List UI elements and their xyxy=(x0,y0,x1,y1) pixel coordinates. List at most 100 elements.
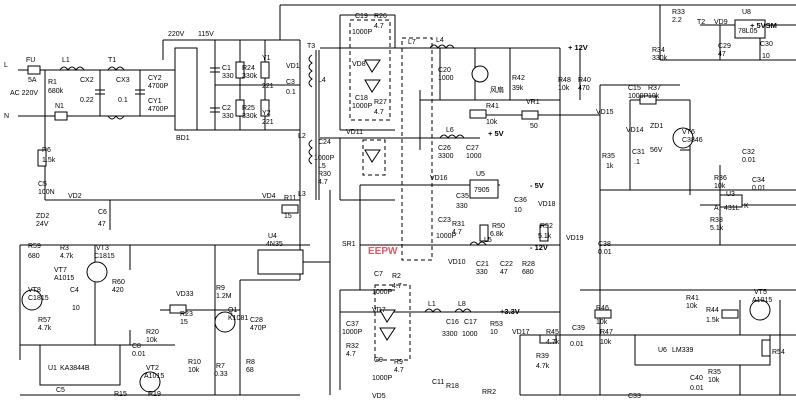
label-R44-val: 1.5k xyxy=(706,317,720,324)
label-R26: R26 xyxy=(374,13,387,20)
label-VD8: VD8 xyxy=(352,61,366,68)
label-R8: R8 xyxy=(246,359,255,366)
label-VT7-val: A1015 xyxy=(54,275,74,282)
label-L1b: L1 xyxy=(428,301,436,308)
label-CY2-val: 4700P xyxy=(148,83,169,90)
label-R27-val: 4.7 xyxy=(374,109,384,116)
label-C28: C28 xyxy=(250,317,263,324)
label-R45: R45 xyxy=(546,329,559,336)
label-R3-val: 4.7k xyxy=(60,253,74,260)
label-R18: R18 xyxy=(446,383,459,390)
label-R42: R42 xyxy=(512,75,525,82)
label-CY1: CY1 xyxy=(148,98,162,105)
label-C22: C22 xyxy=(500,261,513,268)
label-U5-val: 7905 xyxy=(474,187,490,194)
label-C23: C23 xyxy=(438,217,451,224)
label-VD17: VD17 xyxy=(512,329,530,336)
label-R11: R11 xyxy=(284,195,296,202)
label-R9: R9 xyxy=(216,285,225,292)
component-labels: L N FU 5A AC 220V R1 680k L1 T1 CX2 0.22… xyxy=(4,9,785,400)
label-C7-val: 1000P xyxy=(372,289,393,296)
label-VD5: VD5 xyxy=(372,393,386,400)
label-VD15: VD15 xyxy=(596,109,614,116)
label-VD7: VD7 xyxy=(372,307,386,314)
label-R59-val: 680 xyxy=(28,253,40,260)
label-VT2-val: A1015 xyxy=(144,373,164,380)
label-R45-val: 4.7k xyxy=(546,339,560,346)
label-R50: R50 xyxy=(492,223,505,230)
label-L4: L4 xyxy=(318,77,326,84)
label-VD14: VD14 xyxy=(626,127,644,134)
label-R1: R1 xyxy=(48,79,57,86)
label-C36: C36 xyxy=(514,197,527,204)
label-A: A xyxy=(714,205,719,212)
label-VD16: VD16 xyxy=(430,175,448,182)
watermark: EEPW xyxy=(368,246,398,257)
label-C6: C6 xyxy=(98,209,107,216)
label-p12: + 12V xyxy=(568,43,588,52)
label-FU-val: 5A xyxy=(28,77,37,84)
label-R2: R2 xyxy=(392,273,401,280)
label-U4-val: 4N35 xyxy=(266,241,283,248)
label-C18: C18 xyxy=(355,95,368,102)
label-R52-val: 5.1k xyxy=(538,233,552,240)
label-R35-val: 1k xyxy=(606,163,614,170)
label-R47: R47 xyxy=(600,329,613,336)
label-220v: 220V xyxy=(168,31,185,38)
label-R20: R20 xyxy=(146,329,159,336)
label-L5: L5 xyxy=(318,163,326,170)
label-VD4: VD4 xyxy=(262,193,276,200)
label-C2: C2 xyxy=(222,105,231,112)
label-p5: + 5V xyxy=(488,129,504,138)
label-U3-val: 431L xyxy=(724,205,740,212)
label-C35: C35 xyxy=(456,193,469,200)
label-R41b-val: 10k xyxy=(686,303,698,310)
label-R47-val: 10k xyxy=(600,339,612,346)
label-R48-val: 10k xyxy=(558,85,570,92)
label-CY2: CY2 xyxy=(148,75,162,82)
label-C11: C11 xyxy=(432,379,444,386)
label-VT3: VT3 xyxy=(96,245,109,252)
label-Q1: Q1 xyxy=(228,307,237,314)
label-R44: R44 xyxy=(706,307,719,314)
label-U4: U4 xyxy=(268,233,277,240)
label-R60: R60 xyxy=(112,279,125,286)
label-U3: U3 xyxy=(726,191,735,198)
label-C21: C21 xyxy=(476,261,489,268)
label-R9b-val: 4.7 xyxy=(394,367,404,374)
label-VD1: VD1 xyxy=(286,63,300,70)
label-R9b: R9 xyxy=(394,359,403,366)
label-R2-val: 4.7 xyxy=(392,283,402,290)
label-C8-val: 0.01 xyxy=(132,351,146,358)
label-VT2: VT2 xyxy=(146,365,159,372)
label-C2-val: 330 xyxy=(222,113,234,120)
label-C4-val: 10 xyxy=(72,305,80,312)
label-R57-val: 4.7k xyxy=(38,325,52,332)
label-R34: R34 xyxy=(652,47,665,54)
label-L8: L8 xyxy=(458,301,466,308)
label-R39: R39 xyxy=(536,353,549,360)
label-L5b: L5 xyxy=(484,237,492,244)
label-VD10: VD10 xyxy=(448,259,466,266)
label-C21-val: 330 xyxy=(476,269,488,276)
label-C8: C8 xyxy=(132,343,141,350)
label-C29-val: 47 xyxy=(718,51,726,58)
label-R26-val: 4.7 xyxy=(374,23,384,30)
label-C34: C34 xyxy=(752,177,765,184)
label-R35: R35 xyxy=(602,153,615,160)
label-C31: C31 xyxy=(632,149,645,156)
label-C22-val: 47 xyxy=(500,269,508,276)
label-L7: L7 xyxy=(408,39,416,46)
label-R25: R25 xyxy=(242,105,255,112)
label-R32-val: 4.7 xyxy=(346,351,356,358)
label-L3: L3 xyxy=(298,191,306,198)
label-R27: R27 xyxy=(374,99,387,106)
label-R57: R57 xyxy=(38,317,51,324)
label-R35b-val: 10k xyxy=(708,377,720,384)
label-C20-val: 1000 xyxy=(438,75,454,82)
label-R7-val: 0.33 xyxy=(214,371,228,378)
label-C27-val: 1000 xyxy=(466,153,482,160)
label-BD1: BD1 xyxy=(176,135,190,142)
label-m5: - 5V xyxy=(530,181,544,190)
label-FU: FU xyxy=(26,57,35,64)
